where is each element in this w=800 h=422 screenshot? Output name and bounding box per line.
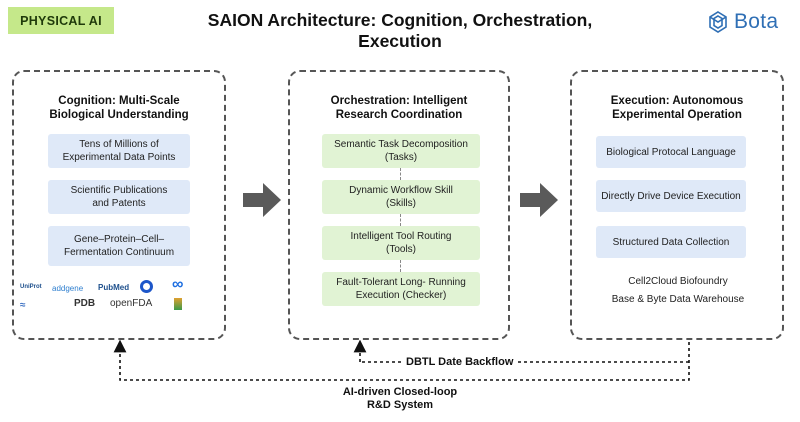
orch-connector-2 bbox=[400, 214, 401, 226]
orch-box-tasks: Semantic Task Decomposition(Tasks) bbox=[322, 134, 480, 168]
execution-title-line1: Execution: Autonomous bbox=[610, 95, 744, 107]
cognition-title: Cognition: Multi-Scale Biological Unders… bbox=[14, 94, 224, 122]
exec-box-device-execution: Directly Drive Device Execution bbox=[596, 180, 746, 212]
bota-logo-icon bbox=[709, 11, 727, 33]
chart-logo-icon bbox=[174, 298, 182, 310]
orchestration-panel: Orchestration: Intelligent Research Coor… bbox=[288, 70, 510, 340]
exec-warehouse-label: Base & Byte Data Warehouse bbox=[611, 294, 745, 305]
orch-connector-3 bbox=[400, 260, 401, 272]
cognition-title-line1: Cognition: Multi-Scale bbox=[58, 95, 180, 107]
exec-box-data-collection: Structured Data Collection bbox=[596, 226, 746, 258]
orchestration-title-line2: Research Coordination bbox=[335, 109, 463, 121]
orch-box-tools: Intelligent Tool Routing(Tools) bbox=[322, 226, 480, 260]
cognition-panel: Cognition: Multi-Scale Biological Unders… bbox=[12, 70, 226, 340]
arrow-orchestration-to-execution bbox=[520, 183, 558, 217]
orchestration-title-line1: Orchestration: Intelligent bbox=[330, 95, 468, 107]
cognition-title-line2: Biological Understanding bbox=[49, 109, 189, 121]
exec-biofoundry-label: Cell2Cloud Biofoundry bbox=[628, 276, 728, 287]
execution-title: Execution: Autonomous Experimental Opera… bbox=[572, 94, 782, 122]
orchestration-title: Orchestration: Intelligent Research Coor… bbox=[290, 94, 508, 122]
exec-box-protocol-language: Biological Protocal Language bbox=[596, 136, 746, 168]
openfda-logo: openFDA bbox=[110, 298, 153, 309]
system-label-line1: AI-driven Closed-loop bbox=[342, 386, 458, 398]
dbtl-backflow-label: DBTL Date Backflow bbox=[402, 356, 518, 368]
helix-logo-icon: ≈ bbox=[20, 300, 26, 311]
pubmed-logo: PubMed bbox=[98, 283, 130, 292]
orch-connector-1 bbox=[400, 168, 401, 180]
circle-logo-icon bbox=[140, 280, 153, 293]
execution-title-line2: Experimental Operation bbox=[612, 109, 742, 121]
addgene-logo: addgene bbox=[52, 284, 84, 293]
page-title: SAION Architecture: Cognition, Orchestra… bbox=[207, 10, 593, 51]
cognition-box-continuum: Gene–Protein–Cell–Fermentation Continuum bbox=[48, 226, 190, 266]
execution-panel: Execution: Autonomous Experimental Opera… bbox=[570, 70, 784, 340]
system-label-line2: R&D System bbox=[366, 399, 434, 411]
bota-logo: Bota bbox=[706, 6, 796, 38]
closed-loop-system-label: AI-driven Closed-loop R&D System bbox=[300, 386, 500, 412]
arrow-cognition-to-orchestration bbox=[243, 183, 281, 217]
pdb-logo: PDB bbox=[74, 298, 96, 309]
loop-bottom-path bbox=[113, 339, 690, 381]
meta-logo-icon: ∞ bbox=[172, 276, 184, 293]
physical-ai-badge: PHYSICAL AI bbox=[8, 7, 114, 34]
logo-text: Bota bbox=[734, 10, 779, 33]
orch-box-skills: Dynamic Workflow Skill(Skills) bbox=[322, 180, 480, 214]
uniprot-logo: UniProt bbox=[20, 284, 42, 290]
